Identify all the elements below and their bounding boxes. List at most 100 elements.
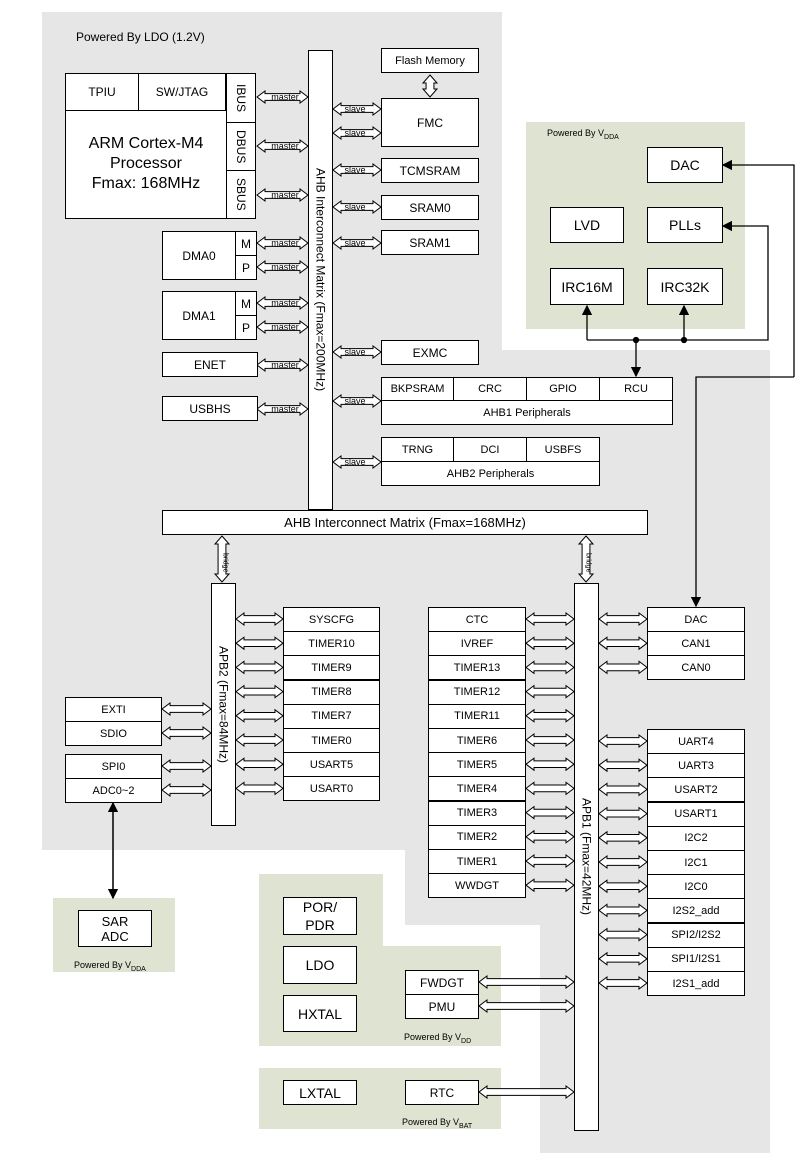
apb1-left-timer2: TIMER2 bbox=[428, 824, 526, 850]
vdda-title-sub: DDA bbox=[604, 133, 619, 141]
rtc-link bbox=[478, 1085, 575, 1099]
apb1-right-i2s2-add: I2S2_add bbox=[647, 898, 745, 924]
apb2-bus-label: APB2 (Fmax=84MHz) bbox=[216, 645, 231, 764]
apb2-periph-link-5 bbox=[235, 733, 284, 747]
apb1-right-can0: CAN0 bbox=[647, 655, 745, 681]
junction-dot-1 bbox=[680, 336, 688, 344]
lvd-block: LVD bbox=[550, 207, 624, 243]
vdda2-title-text: Powered By V bbox=[74, 960, 132, 970]
apb2-periph-link-4 bbox=[235, 708, 284, 723]
exmc-block: EXMC bbox=[381, 340, 479, 365]
sram1-block: SRAM1 bbox=[381, 230, 479, 255]
apb1-right-link-5 bbox=[598, 782, 648, 797]
apb1-dac-line bbox=[690, 376, 794, 608]
apb1-right-uart3: UART3 bbox=[647, 753, 745, 779]
apb2-left-spi0: SPI0 bbox=[65, 754, 162, 779]
tag-master-7: master bbox=[271, 360, 299, 370]
apb2-periph-link-0 bbox=[235, 612, 284, 626]
vdd-region-title: Powered By VDD bbox=[404, 1032, 471, 1045]
apb1-right-i2c0: I2C0 bbox=[647, 874, 745, 900]
tag-slave-16: slave bbox=[344, 457, 366, 467]
tag-master-2: master bbox=[271, 190, 299, 200]
tag-master-4: master bbox=[271, 262, 299, 272]
sbus-label: SBUS bbox=[234, 178, 248, 211]
cpu-line1: ARM Cortex-M4 bbox=[88, 135, 204, 152]
tag-slave-14: slave bbox=[344, 347, 366, 357]
apb1-right-link-10 bbox=[598, 903, 648, 918]
pmu-block: PMU bbox=[405, 994, 479, 1019]
tag-slave-12: slave bbox=[344, 202, 366, 212]
vdda-region-title: Powered By VDDA bbox=[547, 128, 619, 141]
apb1-left-link-10 bbox=[525, 854, 575, 868]
bkpsram-cell: BKPSRAM bbox=[381, 377, 454, 401]
tag-slave-13: slave bbox=[344, 238, 366, 248]
apb1-right-usart1: USART1 bbox=[647, 801, 745, 827]
vdd-title-text: Powered By V bbox=[404, 1032, 462, 1042]
cpu-line3: Fmax: 168MHz bbox=[91, 175, 201, 192]
apb1-right-spi2-i2s2: SPI2/I2S2 bbox=[647, 922, 745, 948]
tag-master-5: master bbox=[271, 298, 299, 308]
apb2-periph-link-7 bbox=[235, 781, 284, 796]
apb2-periph-link-1 bbox=[235, 636, 284, 651]
apb1-left-timer6: TIMER6 bbox=[428, 728, 526, 753]
ahb-matrix-200mhz bbox=[308, 50, 333, 510]
apb1-left-timer4: TIMER4 bbox=[428, 776, 526, 802]
apb1-left-link-7 bbox=[525, 781, 575, 796]
apb1-right-link-2 bbox=[598, 660, 648, 675]
dma0-block: DMA0 bbox=[162, 231, 236, 280]
apb1-left-link-5 bbox=[525, 733, 575, 747]
apb2-periph-timer9: TIMER9 bbox=[283, 655, 380, 681]
apb1-left-link-1 bbox=[525, 636, 575, 651]
ibus-port: IBUS bbox=[226, 73, 256, 123]
apb1-right-i2s1-add: I2S1_add bbox=[647, 971, 745, 996]
apb1-right-link-0 bbox=[598, 612, 648, 626]
apb1-bus bbox=[574, 583, 599, 1131]
sar-adc-block: SAR ADC bbox=[78, 910, 152, 947]
ahb2-label-cell: AHB2 Peripherals bbox=[381, 461, 600, 486]
tcmsram-block: TCMSRAM bbox=[381, 158, 479, 183]
sbus-port: SBUS bbox=[226, 170, 256, 219]
swjtag-cell: SW/JTAG bbox=[138, 73, 226, 111]
apb1-right-link-7 bbox=[598, 830, 648, 845]
apb1-right-link-8 bbox=[598, 855, 648, 869]
irc16m-block: IRC16M bbox=[550, 268, 624, 305]
ahb-matrix-200mhz-label: AHB Interconnect Matrix (Fmax=200MHz) bbox=[313, 168, 328, 392]
ldo-block: LDO bbox=[283, 946, 357, 984]
apb1-right-usart2: USART2 bbox=[647, 777, 745, 803]
apb1-left-timer1: TIMER1 bbox=[428, 849, 526, 874]
apb1-left-timer13: TIMER13 bbox=[428, 655, 526, 681]
dma0-p-port: P bbox=[235, 255, 257, 280]
apb2-periph-link-3 bbox=[235, 684, 284, 699]
tag-master-1: master bbox=[271, 141, 299, 151]
apb2-periph-link-6 bbox=[235, 757, 284, 772]
pll-feed-line bbox=[587, 220, 769, 341]
irc32k-block: IRC32K bbox=[647, 268, 723, 305]
apb1-left-timer12: TIMER12 bbox=[428, 679, 526, 705]
apb1-right-link-3 bbox=[598, 734, 648, 748]
usbfs-cell: USBFS bbox=[526, 437, 600, 462]
cpu-processor-text: ARM Cortex-M4 Processor Fmax: 168MHz bbox=[66, 134, 226, 194]
dci-cell: DCI bbox=[453, 437, 527, 462]
apb1-left-link-9 bbox=[525, 829, 575, 844]
trng-cell: TRNG bbox=[381, 437, 454, 462]
hxtal-block: HXTAL bbox=[283, 995, 357, 1032]
apb1-left-link-0 bbox=[525, 612, 575, 626]
junction-dot-0 bbox=[632, 336, 640, 344]
tpiu-cell: TPIU bbox=[65, 73, 139, 111]
crc-cell: CRC bbox=[453, 377, 527, 401]
apb2-bridge-arrow bbox=[213, 535, 231, 583]
tag-slave-10: slave bbox=[344, 128, 366, 138]
apb1-right-spi1-i2s1: SPI1/I2S1 bbox=[647, 946, 745, 972]
apb1-right-i2c2: I2C2 bbox=[647, 825, 745, 851]
apb1-right-can1: CAN1 bbox=[647, 631, 745, 657]
apb1-left-link-4 bbox=[525, 708, 575, 723]
fwdgt-link bbox=[478, 975, 575, 989]
tag-master-0: master bbox=[271, 92, 299, 102]
ahb1-label-cell: AHB1 Peripherals bbox=[381, 400, 673, 425]
pdr-line: PDR bbox=[305, 917, 335, 933]
vdda2-title-sub: DDA bbox=[131, 965, 146, 973]
apb1-right-link-1 bbox=[598, 636, 648, 651]
apb1-left-timer5: TIMER5 bbox=[428, 752, 526, 778]
pmu-link bbox=[478, 999, 575, 1013]
